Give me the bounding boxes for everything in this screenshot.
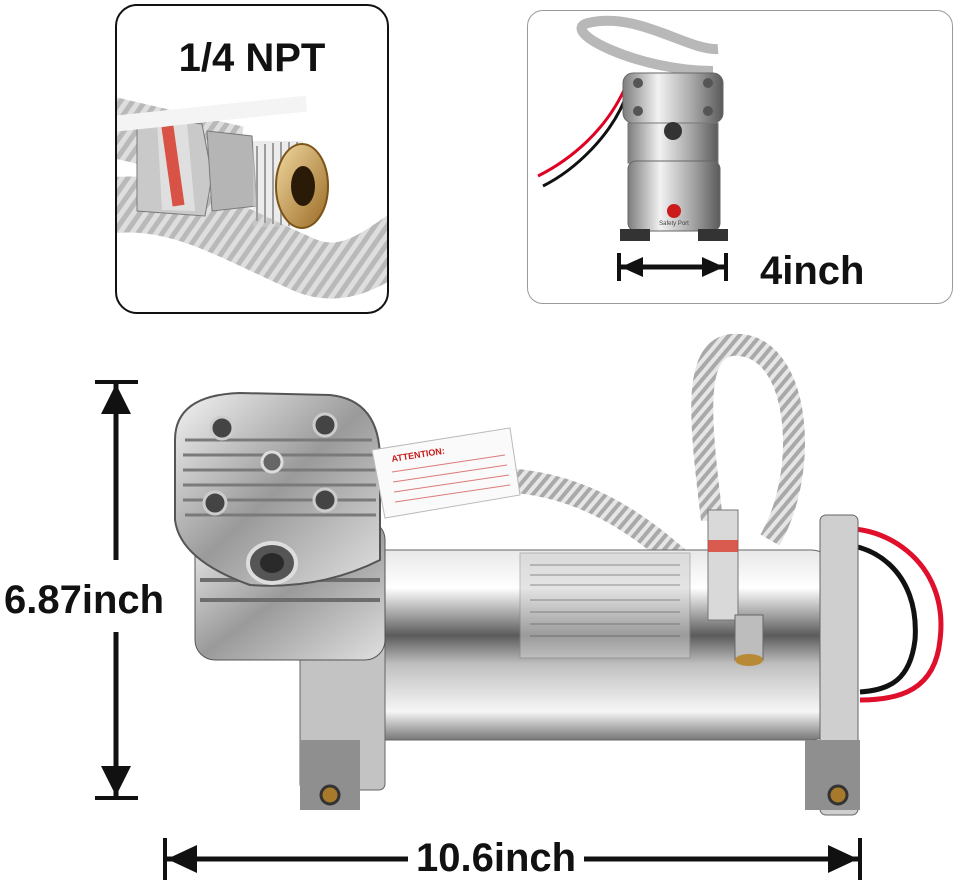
npt-fitting-inset: 1/4 NPT <box>115 4 389 314</box>
npt-title: 1/4 NPT <box>178 36 326 80</box>
length-dimension-label: 10.6inch <box>408 836 585 881</box>
npt-fitting-illustration <box>117 95 387 299</box>
front-view-inset: Safety Port 4inch <box>527 10 953 304</box>
safety-port-label: Safety Port <box>659 221 689 227</box>
front-view-illustration: Safety Port <box>537 15 728 281</box>
height-dimension-label: 6.87inch <box>2 578 167 623</box>
height-arrow <box>95 380 138 800</box>
width-dimension-label: 4inch <box>760 249 865 293</box>
